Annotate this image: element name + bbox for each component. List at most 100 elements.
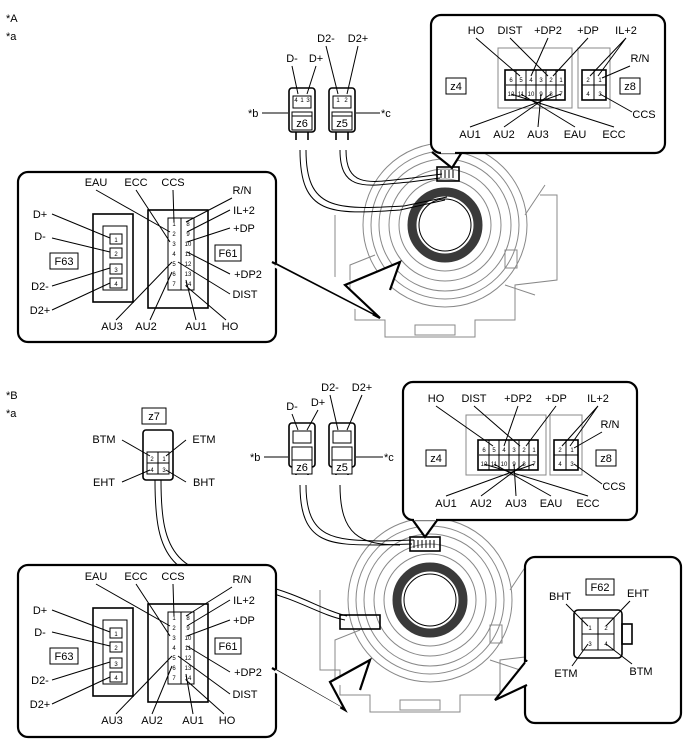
svg-text:14: 14 [185,676,192,682]
svg-text:10: 10 [501,462,508,468]
svg-text:3: 3 [172,636,176,642]
f61-connector-a [147,209,209,309]
svg-text:2: 2 [114,646,118,652]
f63-tag-b: F63 [55,651,74,663]
svg-text:1: 1 [336,98,340,104]
pin-label: ECC [576,498,599,510]
pin-label: EAU [85,177,108,189]
callout-pointer-top-a [431,151,463,170]
pin-label: EHT [93,477,115,489]
pin-label: DIST [497,25,522,37]
f61-tag-a: F61 [219,248,238,260]
svg-text:3: 3 [570,462,574,468]
pin-label: BTM [92,434,115,446]
pin-label: AU1 [459,129,480,141]
svg-text:4: 4 [294,98,298,104]
callout-box-top-b [401,380,639,522]
spiral-connector-b2 [339,614,381,630]
z7-tag: z7 [148,411,160,423]
svg-text:1: 1 [532,448,536,454]
svg-text:3: 3 [588,642,592,648]
pin-label: D2+ [30,699,51,711]
svg-text:1: 1 [570,448,574,454]
svg-text:4: 4 [604,642,608,648]
pin-label: +DP2 [234,667,262,679]
diagram-b-sub-note: *a [6,408,17,420]
note-c-a: *c [381,108,391,120]
diagram-a-sub-note: *a [6,31,17,43]
pin-label: CCS [161,571,184,583]
svg-text:5: 5 [172,262,176,268]
z5-tag-a: z5 [336,118,348,130]
pin-label: AU1 [182,715,203,727]
svg-text:2: 2 [172,232,176,238]
note-b-a: *b [248,108,258,120]
svg-text:9: 9 [186,232,190,238]
pin-label: BHT [549,591,571,603]
svg-text:10: 10 [185,636,192,642]
svg-text:1: 1 [172,222,176,228]
pin-label: DIST [232,289,257,301]
pin-label: AU3 [527,129,548,141]
pin-label: +DP2 [234,269,262,281]
svg-text:12: 12 [508,92,515,98]
pin-label: +DP [545,393,567,405]
z5-pin-label-b: D2+ [352,382,373,394]
pin-label: EHT [627,588,649,600]
svg-text:14: 14 [185,282,192,288]
f63-connector-b [92,607,134,697]
pin-label: R/N [233,185,252,197]
svg-text:3: 3 [172,242,176,248]
svg-text:4: 4 [529,78,533,84]
z5-pin-label-a: D2+ [348,33,369,45]
svg-text:4: 4 [172,252,176,258]
svg-text:2: 2 [604,626,608,632]
z5-pin-label-a: D2- [317,33,335,45]
svg-text:4: 4 [558,462,562,468]
pin-label: CCS [602,481,625,493]
pin-label: AU3 [505,498,526,510]
svg-text:4: 4 [150,468,154,474]
svg-text:3: 3 [162,468,166,474]
connector-z5-a [328,87,356,141]
z4-tag-a: z4 [450,81,462,93]
pin-label: HO [428,393,445,405]
pin-label: AU3 [101,715,122,727]
z8-tag-b: z8 [600,453,612,465]
svg-text:11: 11 [491,462,498,468]
diagram-a-marker: *A [6,13,18,25]
pin-label: IL+2 [587,393,609,405]
svg-text:2: 2 [549,78,553,84]
svg-text:1: 1 [559,78,563,84]
pin-label: AU1 [185,321,206,333]
svg-text:2: 2 [114,252,118,258]
callout-pointer-f62 [494,659,528,701]
svg-text:2: 2 [150,457,154,463]
svg-text:2: 2 [172,626,176,632]
z6-pin-label-a: D+ [309,53,323,65]
pin-label: AU3 [101,321,122,333]
svg-text:8: 8 [186,616,190,622]
z5-pin-label-b: D2- [321,382,339,394]
svg-text:12: 12 [185,656,192,662]
connector-z7 [142,429,174,481]
z6-pin-label-b: D- [286,401,298,413]
svg-text:5: 5 [172,656,176,662]
pin-label: EAU [85,571,108,583]
pin-label: CCS [161,177,184,189]
pin-label: ECC [602,129,625,141]
svg-text:2: 2 [522,448,526,454]
pin-label: EAU [540,498,563,510]
z4-connector-face-a [504,69,566,101]
pin-label: IL+2 [233,205,255,217]
pin-label: D2- [31,281,49,293]
svg-text:3: 3 [114,662,118,668]
pin-label: R/N [601,419,620,431]
svg-text:1: 1 [114,238,118,244]
pin-label: IL+2 [233,595,255,607]
z6-tag-b: z6 [296,462,308,474]
svg-text:10: 10 [185,242,192,248]
z8-tag-a: z8 [624,81,636,93]
svg-text:3: 3 [598,92,602,98]
